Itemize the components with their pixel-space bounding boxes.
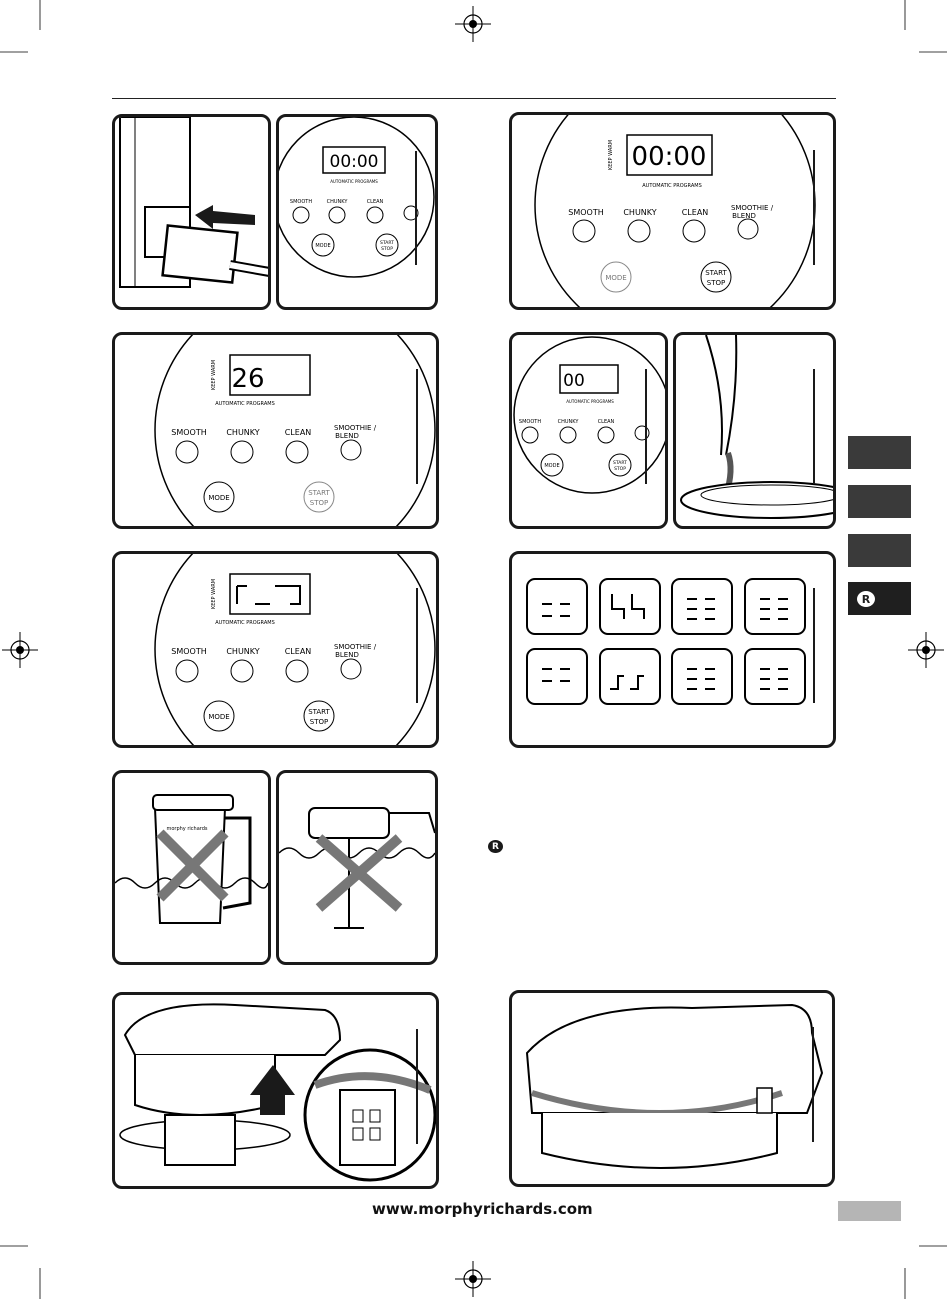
footer-url[interactable]: www.morphyrichards.com	[372, 1200, 593, 1218]
start-label: START	[308, 489, 330, 497]
smoothie-label-1: SMOOTHIE /	[731, 204, 774, 212]
language-tab-label: R	[857, 591, 875, 607]
language-tab-r[interactable]: R	[848, 582, 911, 615]
smoothie-label-2: BLEND	[335, 651, 359, 659]
control-panel-small-00-illustration: 00 AUTOMATIC PROGRAMS SMOOTH CHUNKY CLEA…	[513, 336, 665, 494]
stop-label: STOP	[707, 279, 725, 287]
no-immerse-base-illustration	[279, 807, 435, 929]
pouring-illustration	[680, 335, 833, 519]
smooth-label: SMOOTH	[519, 419, 541, 425]
panel-pouring	[673, 332, 836, 529]
keep-warm-label: KEEP WARM	[608, 140, 614, 170]
keep-warm-label: KEEP WARM	[211, 360, 217, 390]
panel-display-codes	[509, 551, 836, 748]
language-tab-2[interactable]	[848, 485, 911, 518]
smoothie-label-2: BLEND	[335, 432, 359, 440]
automatic-programs-label: AUTOMATIC PROGRAMS	[642, 183, 702, 189]
automatic-programs-label: AUTOMATIC PROGRAMS	[215, 620, 275, 626]
page-number-box	[838, 1201, 901, 1221]
chunky-label: CHUNKY	[226, 647, 259, 656]
panel-control-small: 00:00 AUTOMATIC PROGRAMS SMOOTH CHUNKY C…	[276, 114, 438, 310]
clean-label: CLEAN	[367, 199, 384, 205]
panel-plug-insert	[112, 114, 271, 310]
automatic-programs-label: AUTOMATIC PROGRAMS	[330, 179, 378, 184]
stop-label: STOP	[310, 718, 328, 726]
chunky-label: CHUNKY	[327, 199, 349, 205]
chunky-label: CHUNKY	[623, 208, 656, 217]
stop-label: STOP	[310, 499, 328, 507]
no-immerse-jug-illustration: morphy richards	[115, 794, 268, 924]
start-label: START	[308, 708, 330, 716]
registration-mark-right	[908, 632, 944, 668]
stop-label: STOP	[614, 466, 626, 472]
registration-mark-top	[455, 6, 491, 42]
control-panel-large-illustration: 00:00 KEEP WARM AUTOMATIC PROGRAMS SMOOT…	[534, 115, 816, 307]
base-fitted-illustration	[525, 1003, 824, 1169]
mode-label: MODE	[605, 274, 626, 282]
panel-control-blank: KEEP WARM AUTOMATIC PROGRAMS SMOOTH CHUN…	[112, 551, 439, 748]
panel-base-fitting	[112, 992, 439, 1189]
control-panel-26-illustration: 26 KEEP WARM AUTOMATIC PROGRAMS SMOOTH C…	[154, 335, 436, 526]
stop-label: STOP	[381, 246, 393, 252]
panel-control-large-0000: 00:00 KEEP WARM AUTOMATIC PROGRAMS SMOOT…	[509, 112, 836, 310]
mode-label: MODE	[315, 243, 330, 249]
clean-label: CLEAN	[598, 419, 615, 425]
start-label: START	[705, 269, 727, 277]
control-panel-small-illustration: 00:00 AUTOMATIC PROGRAMS SMOOTH CHUNKY C…	[279, 117, 435, 278]
mode-label: MODE	[544, 463, 559, 469]
registration-mark-bottom	[455, 1261, 491, 1297]
registration-mark-left	[2, 632, 38, 668]
display-readout: 00:00	[330, 152, 379, 172]
clean-label: CLEAN	[682, 208, 709, 217]
smooth-label: SMOOTH	[171, 647, 206, 656]
display-readout: 00:00	[632, 142, 707, 172]
keep-warm-label: KEEP WARM	[211, 579, 217, 609]
smoothie-label-2: BLEND	[732, 212, 756, 220]
smooth-label: SMOOTH	[568, 208, 603, 217]
panel-no-immerse-jug: morphy richards	[112, 770, 271, 965]
display-codes-illustration	[526, 578, 806, 705]
header-rule	[112, 98, 836, 99]
smooth-label: SMOOTH	[290, 199, 312, 205]
smoothie-label-1: SMOOTHIE /	[334, 643, 377, 651]
panel-no-immerse-base	[276, 770, 438, 965]
automatic-programs-label: AUTOMATIC PROGRAMS	[566, 399, 614, 404]
panel-control-small-00: 00 AUTOMATIC PROGRAMS SMOOTH CHUNKY CLEA…	[509, 332, 668, 529]
panel-control-26: 26 KEEP WARM AUTOMATIC PROGRAMS SMOOTH C…	[112, 332, 439, 529]
mode-label: MODE	[208, 494, 229, 502]
language-marker: R	[488, 840, 503, 853]
display-readout: 00	[563, 371, 585, 391]
mode-label: MODE	[208, 713, 229, 721]
smooth-label: SMOOTH	[171, 428, 206, 437]
smoothie-label-1: SMOOTHIE /	[334, 424, 377, 432]
start-label: START	[380, 240, 394, 246]
base-fitting-illustration	[119, 1003, 436, 1182]
control-panel-blank-illustration: KEEP WARM AUTOMATIC PROGRAMS SMOOTH CHUN…	[154, 554, 436, 745]
brand-label: morphy richards	[166, 826, 207, 832]
chunky-label: CHUNKY	[226, 428, 259, 437]
automatic-programs-label: AUTOMATIC PROGRAMS	[215, 401, 275, 407]
language-tab-3[interactable]	[848, 534, 911, 567]
start-label: START	[613, 460, 627, 466]
display-readout: 26	[231, 364, 264, 394]
panel-base-fitted	[509, 990, 835, 1187]
clean-label: CLEAN	[285, 428, 312, 437]
chunky-label: CHUNKY	[558, 419, 580, 425]
language-tab-1[interactable]	[848, 436, 911, 469]
clean-label: CLEAN	[285, 647, 312, 656]
plug-insert-illustration	[119, 117, 268, 288]
